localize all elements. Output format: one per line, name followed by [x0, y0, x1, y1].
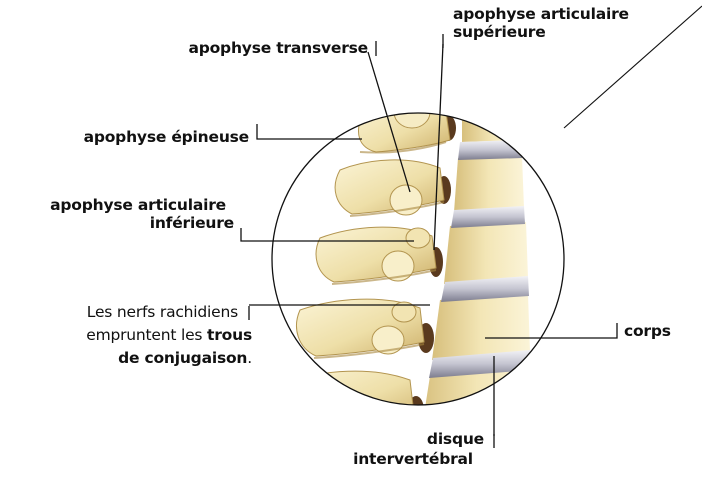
- label-apophyse-transverse: apophyse transverse: [118, 39, 368, 57]
- label-apophyse-articulaire-inferieure-line1: apophyse articulaire: [0, 196, 226, 214]
- label-apophyse-articulaire-superieure-line1: apophyse articulaire: [453, 5, 629, 23]
- label-nerfs-line2: empruntent les trous: [0, 326, 252, 344]
- lens-contents: [270, 96, 570, 440]
- label-corps: corps: [624, 322, 671, 340]
- label-disque-line1: disque: [300, 430, 484, 448]
- label-apophyse-articulaire-superieure-line2: supérieure: [453, 23, 546, 41]
- label-apophyse-articulaire-inferieure-line2: inférieure: [0, 214, 234, 232]
- label-disque-line2: intervertébral: [318, 450, 508, 468]
- label-nerfs-conjugaison: de conjugaison: [118, 349, 247, 367]
- magnifier-pointer-line: [564, 6, 702, 128]
- label-nerfs-line1: Les nerfs rachidiens: [0, 303, 238, 321]
- label-apophyse-epineuse: apophyse épineuse: [10, 128, 249, 146]
- label-nerfs-line3: de conjugaison.: [0, 349, 252, 367]
- label-nerfs-line2-plain: empruntent les: [86, 326, 207, 344]
- label-nerfs-trous: trous: [207, 326, 252, 344]
- label-nerfs-period: .: [247, 349, 252, 367]
